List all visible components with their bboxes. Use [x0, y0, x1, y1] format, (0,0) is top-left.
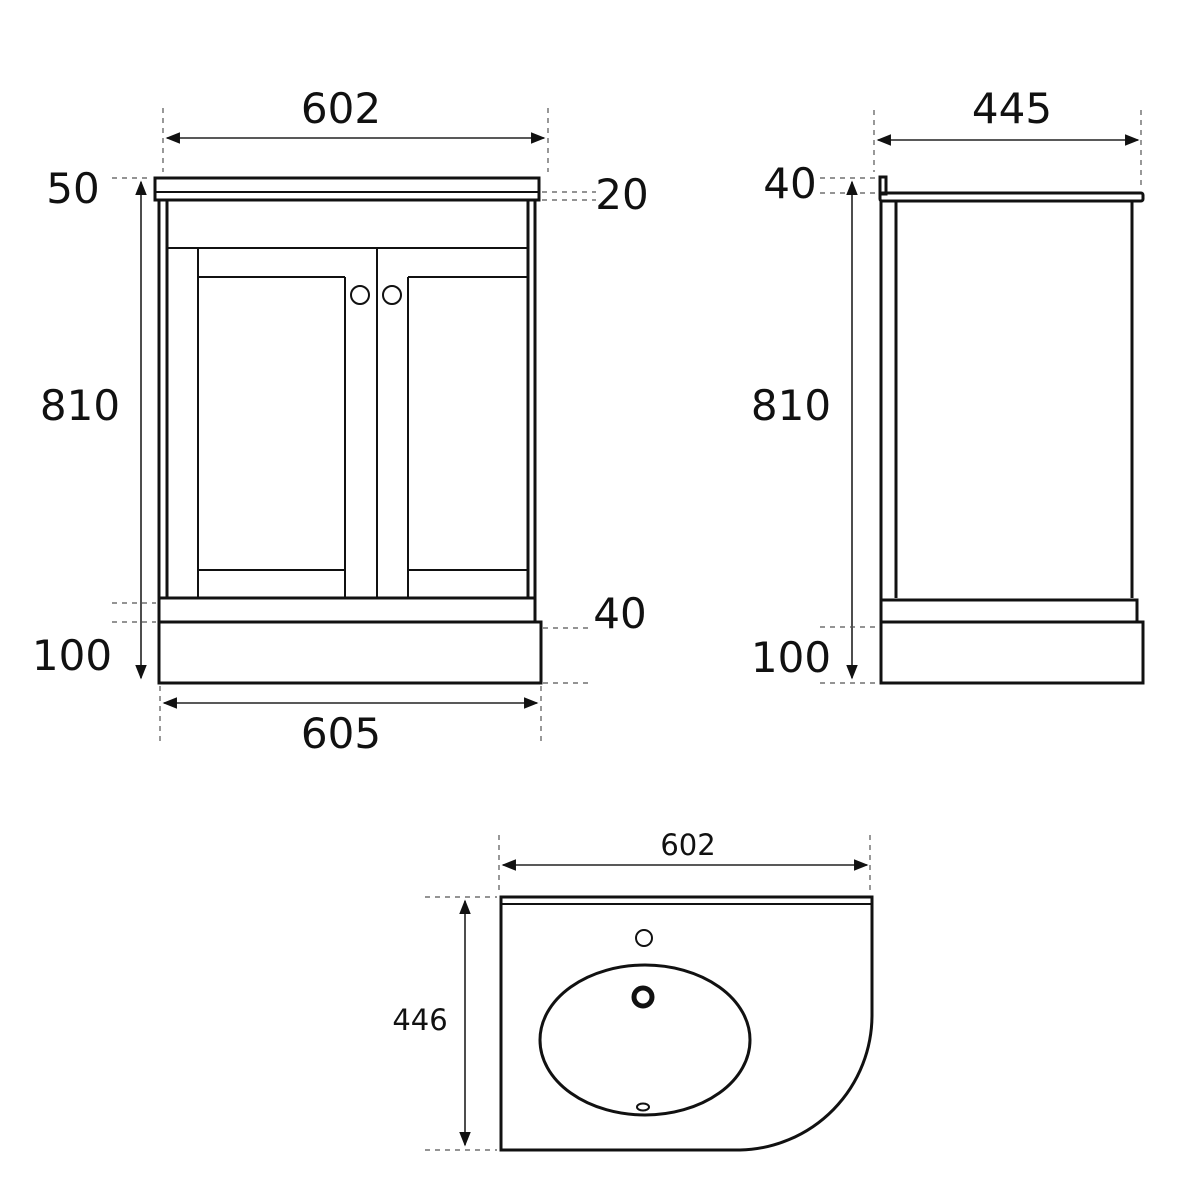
height-label: 810 — [40, 381, 120, 430]
upstand — [878, 175, 888, 196]
plan-width-label: 602 — [660, 828, 715, 862]
side-worktop — [878, 191, 1145, 203]
plan-view: 602 446 — [392, 828, 874, 1152]
tap-hole — [635, 929, 653, 947]
basin-top-outline — [499, 895, 874, 1152]
top-overhang-label: 20 — [595, 170, 648, 219]
worktop — [153, 176, 541, 202]
basin-bowl — [538, 963, 752, 1117]
side-height-label: 810 — [751, 381, 831, 430]
front-view: 602 50 20 810 100 40 605 — [32, 84, 649, 758]
plinth-height-label: 100 — [32, 631, 112, 680]
door-knob — [350, 285, 370, 305]
top-width-label: 602 — [301, 84, 381, 133]
overflow-icon — [636, 1102, 650, 1112]
side-plinth-height-label: 100 — [751, 633, 831, 682]
depth-label: 445 — [972, 84, 1052, 133]
plinth — [157, 620, 543, 685]
drain-icon — [631, 985, 655, 1009]
door-knob — [382, 285, 402, 305]
base-width-label: 605 — [301, 709, 381, 758]
plinth-inset-label: 40 — [593, 589, 646, 638]
left-door — [197, 248, 346, 598]
top-thickness-label: 50 — [46, 164, 99, 213]
upstand-label: 40 — [763, 159, 816, 208]
plan-depth-label: 446 — [392, 1003, 447, 1037]
side-plinth — [879, 620, 1145, 685]
side-view: 445 40 810 100 — [751, 84, 1145, 685]
right-door — [407, 276, 528, 598]
